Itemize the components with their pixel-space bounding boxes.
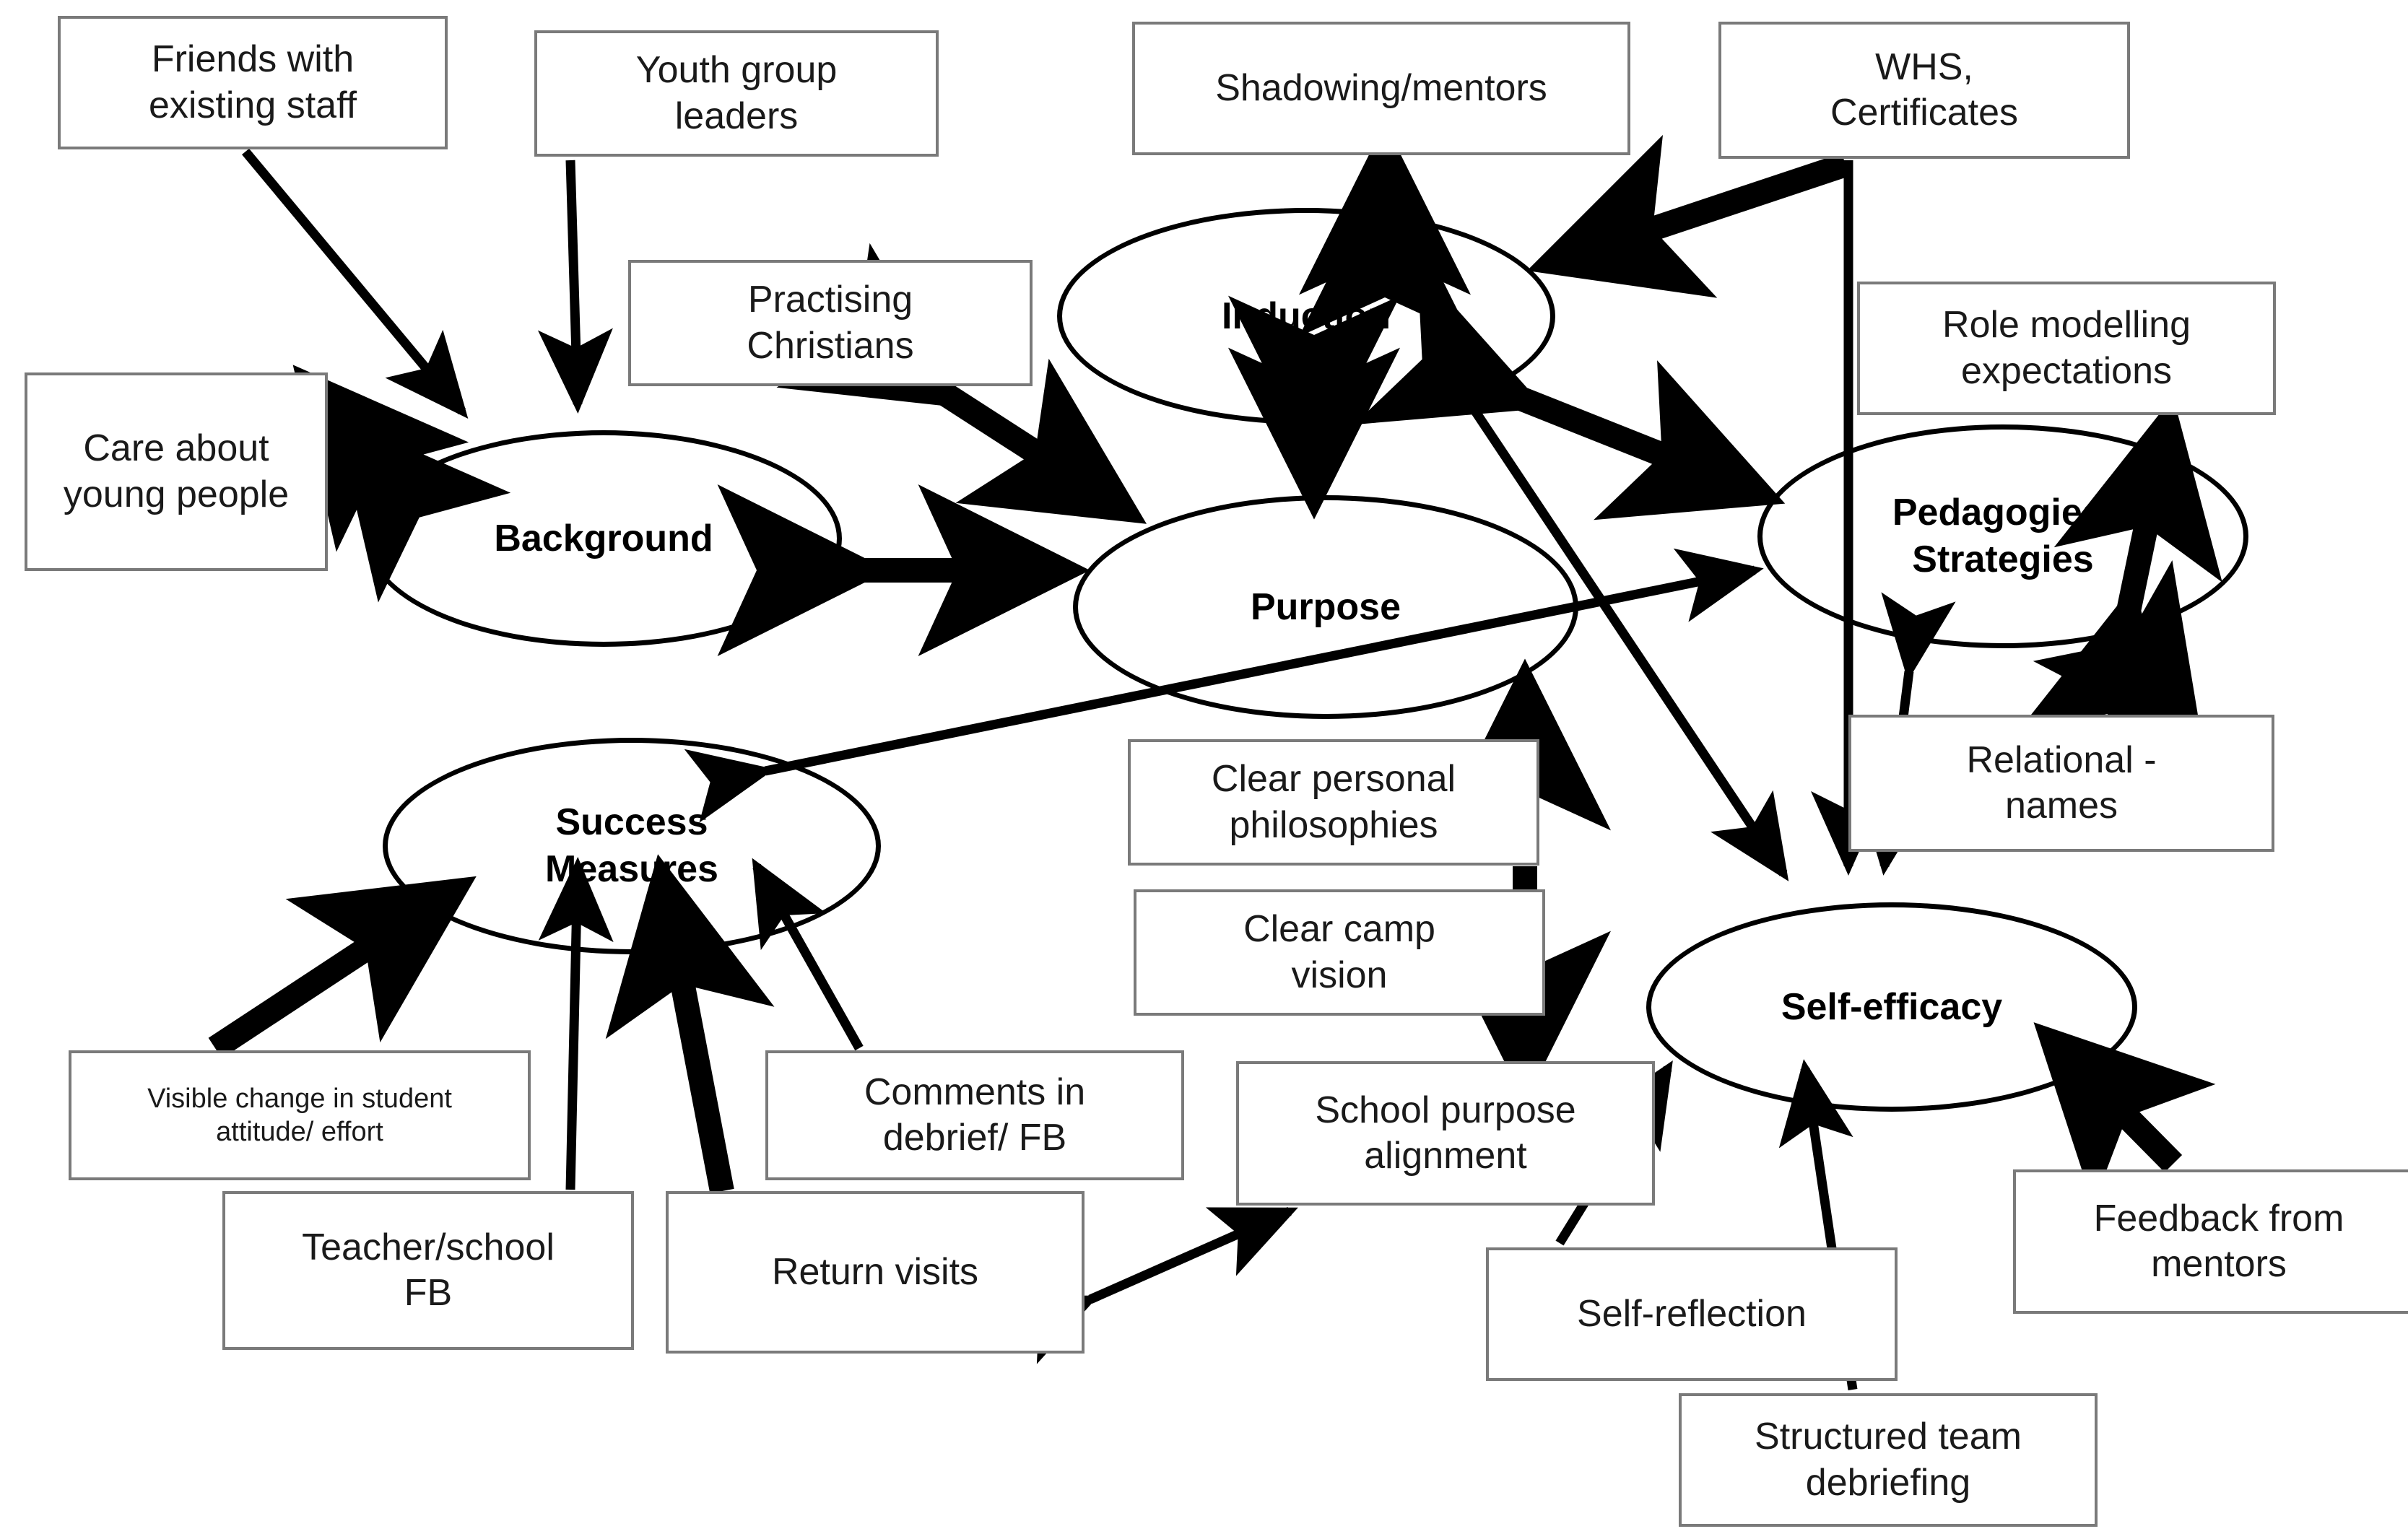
factor-label: Feedback from mentors <box>2093 1197 2344 1285</box>
edge-induction-to-pedagogies <box>1354 265 1786 520</box>
factor-label: Practising Christians <box>747 279 914 367</box>
factor-clear-camp-vision[interactable]: Clear camp vision <box>1134 889 1545 1016</box>
factor-school-purpose-alignment[interactable]: School purpose alignment <box>1236 1061 1655 1206</box>
edge-youth-group-to-background <box>537 160 613 414</box>
factor-feedback-from-mentors[interactable]: Feedback from mentors <box>2013 1169 2408 1314</box>
factor-label: Youth group leaders <box>635 49 838 137</box>
factor-care-about-young-people[interactable]: Care about young people <box>25 372 328 571</box>
concept-label: Purpose <box>1250 585 1401 628</box>
factor-relational-names[interactable]: Relational - names <box>1848 715 2274 852</box>
concept-self-efficacy[interactable]: Self-efficacy <box>1646 902 2137 1112</box>
factor-comments-in-debrief-fb[interactable]: Comments in debrief/ FB <box>765 1050 1184 1180</box>
concept-label: Self-efficacy <box>1781 985 2003 1028</box>
factor-label: Comments in debrief/ FB <box>864 1071 1086 1159</box>
factor-label: Relational - names <box>1966 738 2157 827</box>
factor-friends-with-existing-staff[interactable]: Friends with existing staff <box>58 16 448 149</box>
factor-visible-change-in-student-attitude[interactable]: Visible change in student attitude/ effo… <box>69 1050 531 1180</box>
factor-practising-christians[interactable]: Practising Christians <box>628 260 1033 386</box>
factor-return-visits[interactable]: Return visits <box>666 1191 1085 1354</box>
edge-practising-to-purpose <box>776 243 1147 524</box>
concept-label: Success Measures <box>545 801 718 890</box>
factor-shadowing-mentors[interactable]: Shadowing/mentors <box>1132 22 1630 155</box>
concept-success-measures[interactable]: Success Measures <box>383 738 881 954</box>
concept-induction[interactable]: Induction <box>1057 208 1555 424</box>
factor-label: Teacher/school FB <box>302 1226 555 1314</box>
factor-teacher-school-fb[interactable]: Teacher/school FB <box>222 1191 634 1350</box>
factor-label: WHS, Certificates <box>1830 45 2019 134</box>
factor-label: Role modelling expectations <box>1942 304 2191 392</box>
factor-role-modelling-expectations[interactable]: Role modelling expectations <box>1857 282 2276 415</box>
edge-visible-change-to-success <box>208 876 477 1059</box>
factor-label: Structured team debriefing <box>1755 1416 2022 1504</box>
factor-label: Shadowing/mentors <box>1215 66 1547 109</box>
factor-label: Visible change in student attitude/ effo… <box>147 1083 452 1147</box>
concept-label: Pedagogies/ Strategies <box>1892 492 2114 580</box>
edge-pedagogies-to-relational <box>2033 560 2204 750</box>
factor-structured-team-debriefing[interactable]: Structured team debriefing <box>1679 1393 2098 1527</box>
concept-background[interactable]: Background <box>365 430 842 647</box>
factor-label: Clear personal philosophies <box>1211 758 1456 846</box>
concept-purpose[interactable]: Purpose <box>1073 495 1578 719</box>
factor-label: School purpose alignment <box>1315 1089 1576 1177</box>
factor-label: Care about young people <box>63 427 290 515</box>
factor-label: Return visits <box>771 1250 979 1293</box>
factor-youth-group-leaders[interactable]: Youth group leaders <box>534 30 939 157</box>
concept-pedagogies-strategies[interactable]: Pedagogies/ Strategies <box>1757 424 2248 648</box>
edge-return-visits-to-school-purpose <box>1006 1207 1298 1364</box>
factor-label: Self-reflection <box>1577 1292 1807 1335</box>
edge-whs-to-induction <box>1526 134 1850 298</box>
factor-self-reflection[interactable]: Self-reflection <box>1486 1247 1898 1381</box>
factor-label: Friends with existing staff <box>148 38 357 126</box>
factor-label: Clear camp vision <box>1243 908 1435 996</box>
factor-whs-certificates[interactable]: WHS, Certificates <box>1718 22 2130 159</box>
concept-label: Induction <box>1222 295 1391 337</box>
concept-label: Background <box>494 517 713 559</box>
factor-clear-personal-philosophies[interactable]: Clear personal philosophies <box>1128 739 1539 866</box>
